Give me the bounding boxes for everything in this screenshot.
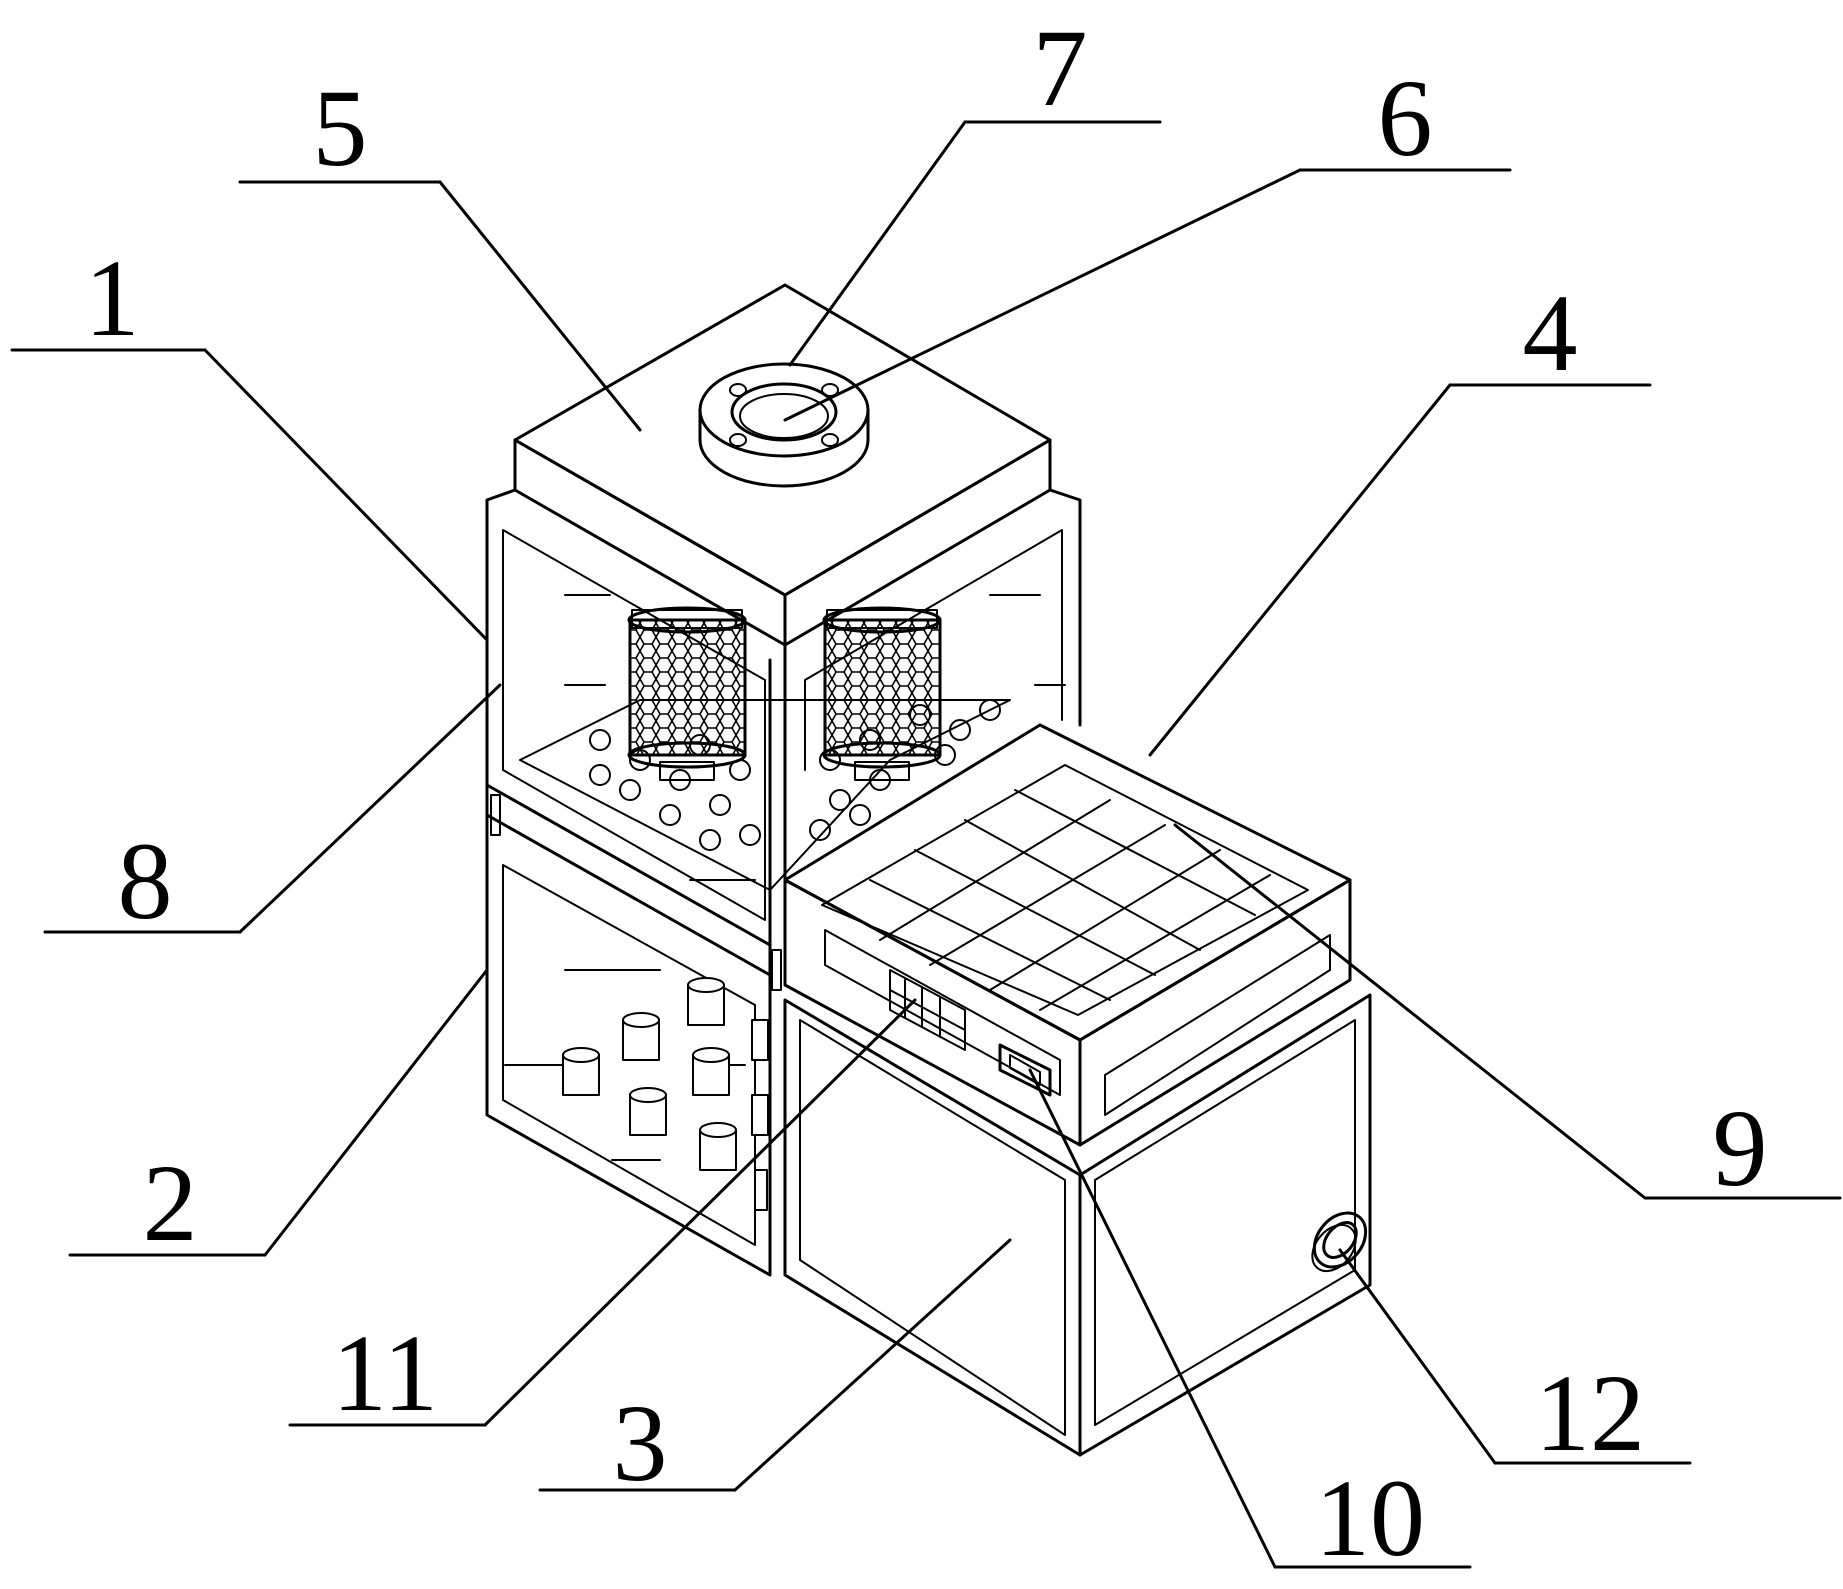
label-3: 3 [613,1382,668,1504]
label-2: 2 [143,1142,198,1264]
label-11: 11 [332,1312,438,1434]
control-switches [889,969,966,1051]
top-cover [513,283,1052,647]
label-7: 7 [1033,7,1088,129]
label-10: 10 [1315,1457,1425,1579]
label-8: 8 [118,820,173,942]
filter-cartridge-right [822,606,942,781]
label-6: 6 [1378,57,1433,179]
bottles [562,977,769,1211]
label-9: 9 [1713,1087,1768,1209]
label-12: 12 [1535,1352,1645,1474]
outlet-valve [1311,1211,1368,1273]
base-cabinet [783,993,1372,1457]
display-panel [998,1043,1052,1097]
label-5: 5 [313,67,368,189]
label-4: 4 [1523,272,1578,394]
reference-numerals: 1 2 3 4 5 6 7 8 9 10 11 12 [85,7,1768,1579]
leader-lines [10,120,1842,1569]
flange [698,362,870,488]
label-1: 1 [85,237,140,359]
filter-cartridge-left [627,606,747,781]
lower-frame [485,813,782,1277]
control-box [783,723,1352,1147]
